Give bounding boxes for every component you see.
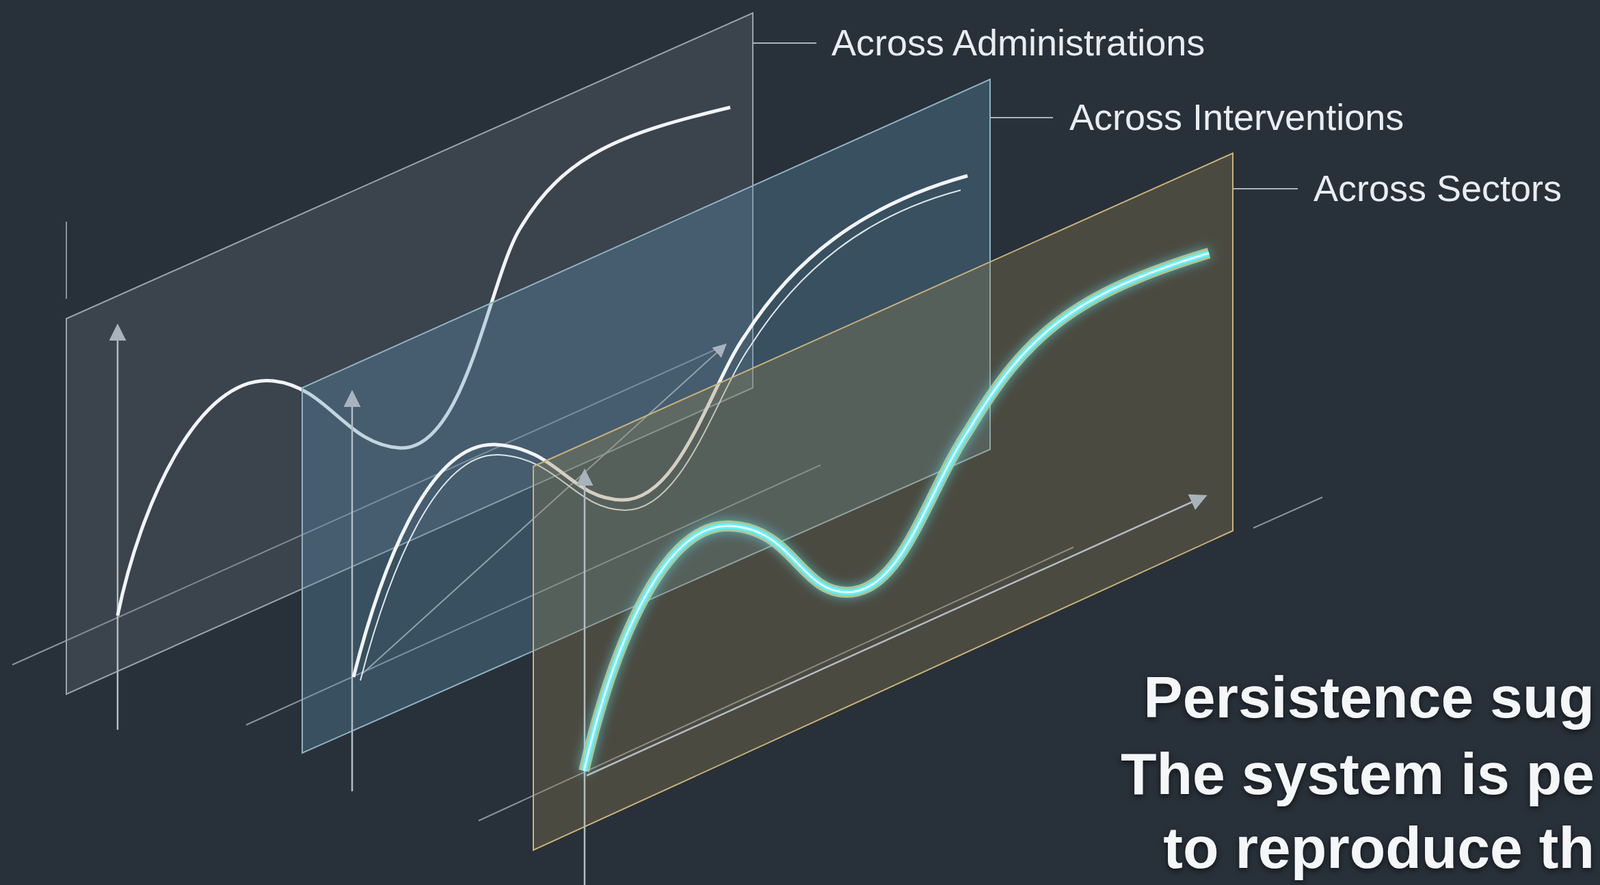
plane-label: Across Interventions <box>1069 97 1404 138</box>
y-axis <box>116 326 119 730</box>
curve-core <box>583 252 1209 771</box>
y-axis <box>583 471 586 885</box>
caption-line: to reproduce th <box>1163 815 1595 880</box>
y-axis <box>351 393 354 792</box>
caption-line: The system is pe <box>1120 741 1595 807</box>
highlighted-curve <box>583 252 1209 771</box>
caption-line: Persistence sug <box>1143 664 1595 730</box>
plane-label: Across Administrations <box>831 22 1205 63</box>
x-axis <box>586 496 1205 776</box>
curve-outline <box>583 252 1209 771</box>
plane-label: Across Sectors <box>1313 168 1562 209</box>
